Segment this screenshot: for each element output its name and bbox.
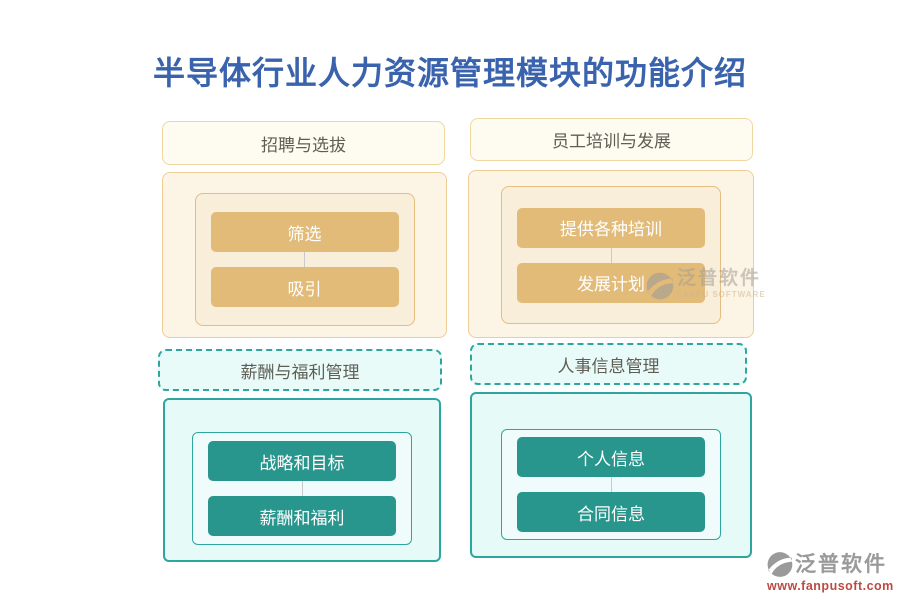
node-personal-info: 个人信息 (517, 437, 705, 477)
connector-line (304, 252, 305, 267)
watermark-text: 泛普软件 FANPU SOFTWARE (677, 268, 766, 299)
section-header-label: 人事信息管理 (557, 356, 660, 376)
connector-line (610, 477, 612, 492)
watermark-brand-en: FANPU SOFTWARE (677, 290, 766, 299)
section-header-personnel: 人事信息管理 (470, 343, 747, 385)
section-container-recruitment: 筛选 吸引 (162, 172, 447, 338)
subgroup-personnel: 个人信息 合同信息 (501, 429, 721, 540)
connector-line (301, 481, 303, 496)
watermark-bottom-right: 泛普软件 www.fanpusoft.com (767, 551, 894, 593)
node-compensation-benefits: 薪酬和福利 (208, 496, 396, 536)
subgroup-compensation: 战略和目标 薪酬和福利 (192, 432, 412, 545)
subgroup-training: 提供各种培训 发展计划 (501, 186, 721, 324)
node-screening: 筛选 (210, 212, 399, 252)
fanpu-logo-icon (767, 551, 793, 578)
section-container-compensation: 战略和目标 薪酬和福利 (163, 398, 441, 562)
page-title: 半导体行业人力资源管理模块的功能介绍 (152, 55, 747, 91)
watermark-brand: 泛普软件 (677, 268, 762, 289)
watermark-row: 泛普软件 (767, 551, 887, 578)
node-contract-info: 合同信息 (517, 492, 705, 532)
node-provide-training: 提供各种培训 (517, 207, 705, 248)
node-strategy-goals: 战略和目标 (208, 441, 396, 481)
watermark-center: 泛普软件 FANPU SOFTWARE (646, 268, 766, 301)
fanpu-logo-icon (646, 271, 674, 301)
node-attraction: 吸引 (210, 267, 399, 307)
section-header-label: 招聘与选拔 (261, 135, 346, 155)
section-header-label: 薪酬与福利管理 (240, 362, 360, 382)
subgroup-recruitment: 筛选 吸引 (194, 193, 415, 326)
section-header-training: 员工培训与发展 (470, 118, 753, 161)
section-container-personnel: 个人信息 合同信息 (470, 392, 752, 558)
section-header-label: 员工培训与发展 (552, 132, 671, 151)
connector-line (610, 247, 612, 263)
watermark-brand: 泛普软件 (795, 552, 887, 576)
node-development-plan: 发展计划 (517, 262, 705, 303)
section-header-recruitment: 招聘与选拔 (162, 121, 445, 165)
section-header-compensation: 薪酬与福利管理 (158, 349, 442, 391)
section-container-training: 提供各种培训 发展计划 (468, 170, 754, 338)
watermark-url: www.fanpusoft.com (767, 579, 894, 593)
